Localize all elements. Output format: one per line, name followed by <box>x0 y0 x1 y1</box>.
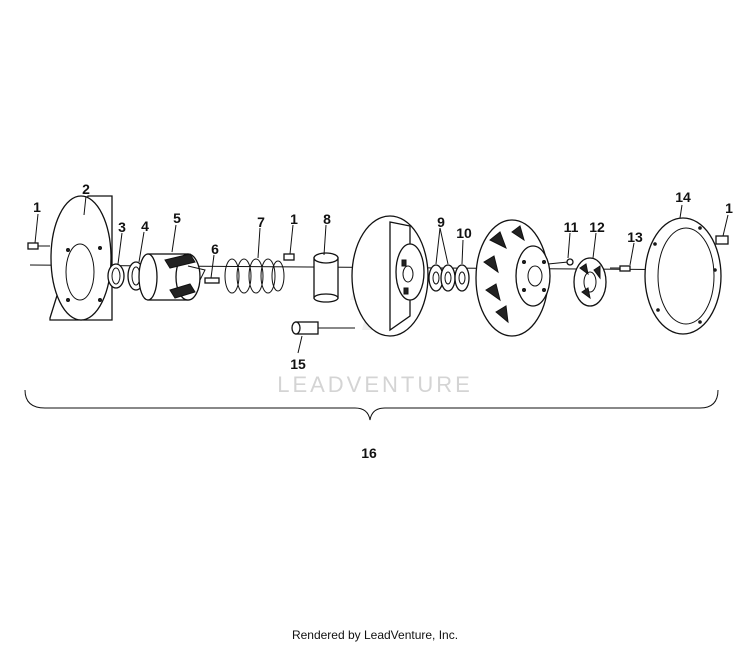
callout-14: 14 <box>675 189 691 205</box>
callout-2: 2 <box>82 181 90 197</box>
part-15-plug <box>291 321 355 335</box>
part-12-retainer <box>573 257 607 307</box>
watermark-text: LEADVENTURE <box>277 372 473 397</box>
part-8-sleeve <box>313 252 339 303</box>
part-10-washer <box>454 264 470 292</box>
moveable-sheave <box>475 219 551 337</box>
part-3-ring <box>107 263 125 289</box>
part-7-spring <box>224 258 285 294</box>
callout-11: 11 <box>564 219 579 235</box>
callout-8: 8 <box>323 211 331 227</box>
part-6-pin <box>204 277 220 284</box>
callout-6: 6 <box>211 241 219 257</box>
part-5-cam <box>138 253 206 301</box>
callout-3: 3 <box>118 219 126 235</box>
part-1-bolt-left <box>27 242 50 250</box>
part-9-washers <box>428 264 456 292</box>
callout-1-right: 1 <box>725 200 733 216</box>
callout-5: 5 <box>173 210 181 226</box>
assembly-bracket <box>24 389 719 421</box>
footer-credit: Rendered by LeadVenture, Inc. <box>291 628 459 642</box>
callout-7: 7 <box>257 214 265 230</box>
part-1-bolt-right <box>715 235 729 245</box>
part-13-screw <box>610 265 631 272</box>
callout-1-left: 1 <box>33 199 41 215</box>
callout-4: 4 <box>141 218 149 234</box>
callout-1-middle: 1 <box>290 211 298 227</box>
part-14-gasket <box>644 217 722 335</box>
callout-12: 12 <box>589 219 605 235</box>
callout-9: 9 <box>437 214 445 230</box>
callout-labels: 1 2 3 4 5 6 7 1 8 9 10 11 12 13 14 1 15 … <box>33 181 733 461</box>
callout-10: 10 <box>456 225 472 241</box>
callout-15: 15 <box>290 356 306 372</box>
part-11-pin <box>547 258 574 266</box>
leader-lines <box>34 195 729 354</box>
part-1-bolt-middle <box>283 253 295 261</box>
main-sheave <box>351 215 429 337</box>
callout-13: 13 <box>627 229 643 245</box>
part-2-plate <box>49 195 113 321</box>
callout-16: 16 <box>361 445 377 461</box>
